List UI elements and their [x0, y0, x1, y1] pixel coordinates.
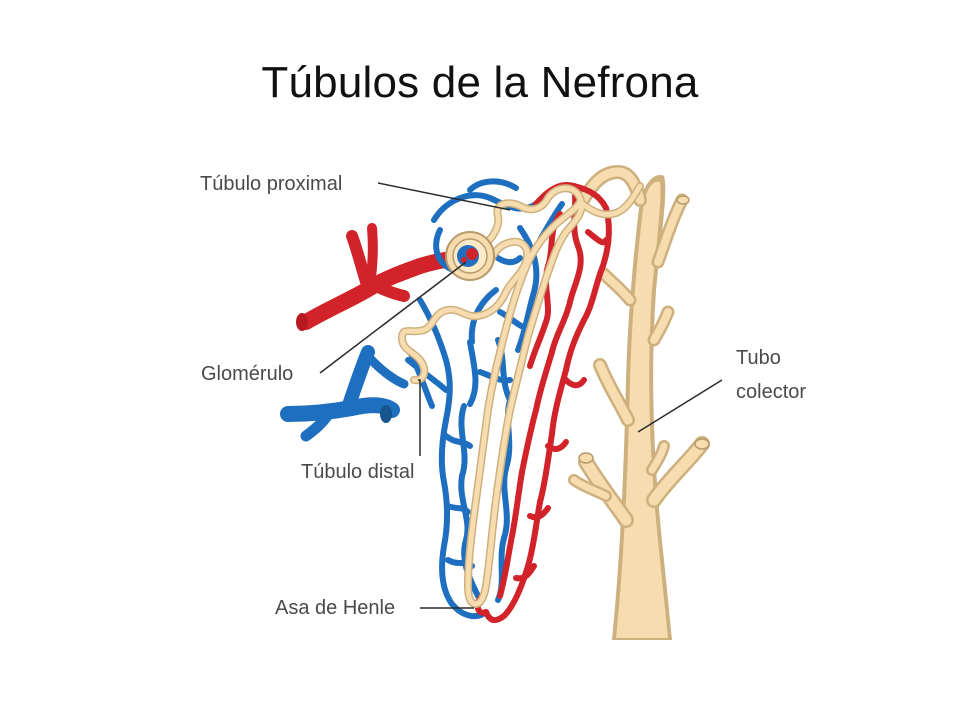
- leader-distal: [418, 379, 421, 456]
- leader-lines: [319, 182, 723, 609]
- leader-proximal: [377, 182, 511, 211]
- label-collecting-duct-line2: colector: [736, 381, 806, 403]
- slide-title: Túbulos de la Nefrona: [261, 58, 699, 107]
- glomerulus: [445, 231, 495, 281]
- efferent-vein: [280, 345, 409, 442]
- label-loop-of-henle: Asa de Henle: [275, 597, 395, 619]
- label-collecting-duct-line1: Tubo: [736, 347, 781, 369]
- label-distal-tubule: Túbulo distal: [301, 461, 414, 483]
- collecting-duct: [568, 164, 710, 640]
- nephron-tubule: [398, 182, 644, 608]
- label-proximal-tubule: Túbulo proximal: [200, 173, 342, 195]
- leader-glomerulus: [319, 261, 467, 374]
- label-glomerulus: Glomérulo: [201, 363, 293, 385]
- leader-collector: [637, 379, 723, 433]
